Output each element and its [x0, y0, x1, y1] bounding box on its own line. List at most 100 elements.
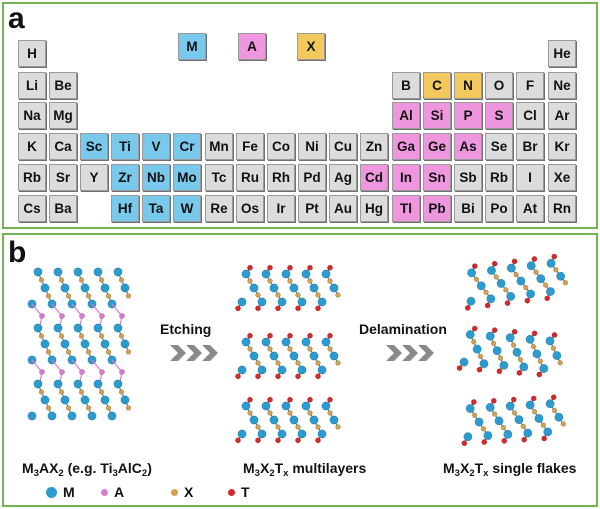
- element-sc: Sc: [80, 133, 108, 160]
- m-atom: [257, 365, 267, 375]
- m-atom: [257, 429, 267, 439]
- t-atom: [541, 435, 548, 442]
- element-cd: Cd: [360, 164, 388, 191]
- m-atom: [479, 359, 489, 369]
- m-atom: [60, 339, 70, 349]
- m-atom: [321, 401, 331, 411]
- m-atom: [301, 337, 311, 347]
- t-atom: [235, 305, 241, 312]
- element-mg: Mg: [49, 102, 77, 129]
- bond: [71, 303, 83, 317]
- element-he: He: [548, 40, 576, 67]
- legend-a: A: [101, 484, 124, 500]
- x-atom: [267, 410, 273, 416]
- max-phase-structure: [27, 267, 132, 421]
- m-atom: [113, 267, 123, 277]
- element-hf: Hf: [111, 195, 139, 222]
- m-atom: [466, 296, 476, 306]
- t-atom: [275, 437, 281, 444]
- m-atom: [309, 351, 319, 361]
- m-atom: [494, 416, 504, 426]
- t-atom: [247, 332, 253, 339]
- m-atom: [546, 258, 556, 268]
- t-atom: [327, 332, 333, 339]
- t-atom: [516, 369, 523, 376]
- x-atom: [480, 426, 487, 432]
- element-f: F: [516, 72, 544, 99]
- t-atom: [307, 332, 313, 339]
- t-atom: [315, 305, 321, 312]
- m-atom: [465, 404, 475, 414]
- t-atom: [544, 295, 551, 302]
- x-atom: [45, 405, 52, 411]
- m-atom: [301, 401, 311, 411]
- x-atom: [315, 292, 321, 298]
- t-atom: [267, 332, 273, 339]
- x-atom: [105, 349, 112, 355]
- x-atom: [295, 360, 301, 366]
- m-atom: [526, 261, 536, 271]
- m-atom: [87, 411, 97, 421]
- element-c: C: [423, 72, 451, 99]
- x-atom: [473, 276, 480, 283]
- legend-key-x: X: [297, 33, 325, 60]
- m-atom: [506, 263, 516, 273]
- m-atom: [539, 364, 549, 374]
- m-atom: [505, 401, 515, 411]
- x-atom: [315, 360, 321, 366]
- x-atom: [275, 424, 281, 430]
- t-atom: [481, 439, 488, 445]
- element-in: In: [392, 164, 420, 191]
- m-atom: [289, 283, 299, 293]
- element-rb: Rb: [485, 164, 513, 191]
- t-atom: [295, 437, 301, 444]
- m-atom: [277, 429, 287, 439]
- x-atom: [118, 333, 125, 339]
- t-atom: [490, 397, 497, 404]
- t-atom: [551, 332, 558, 338]
- m-atom: [321, 337, 331, 347]
- element-cs: Cs: [18, 195, 46, 222]
- x-atom: [533, 269, 539, 275]
- m-atom: [467, 268, 477, 278]
- m-atom: [534, 413, 544, 423]
- x-atom: [520, 423, 527, 430]
- a-atom: [39, 369, 45, 375]
- element-p: P: [454, 102, 482, 129]
- x-atom: [98, 277, 105, 283]
- m-atom: [514, 415, 524, 425]
- m-atom: [93, 267, 103, 277]
- x-atom: [287, 278, 293, 284]
- t-atom: [471, 263, 478, 270]
- m-atom: [241, 401, 251, 411]
- a-atom: [59, 369, 65, 375]
- m-atom: [485, 402, 495, 412]
- element-si: Si: [423, 102, 451, 129]
- element-y: Y: [80, 164, 108, 191]
- x-atom: [78, 333, 85, 339]
- t-atom: [530, 395, 537, 402]
- x-atom: [267, 346, 273, 352]
- m-atom: [40, 339, 50, 349]
- x-atom: [517, 356, 524, 363]
- m-atom: [301, 269, 311, 279]
- flake: [456, 325, 563, 378]
- m-atom: [93, 379, 103, 389]
- m-atom: [525, 400, 535, 410]
- x-atom: [267, 278, 273, 284]
- x-atom: [287, 346, 293, 352]
- x-atom: [531, 408, 538, 415]
- delamination-label: Delamination: [359, 321, 447, 337]
- m-atom: [47, 411, 57, 421]
- m-atom: [53, 379, 63, 389]
- element-sr: Sr: [49, 164, 77, 191]
- bond: [51, 303, 63, 317]
- multilayer-structure: [235, 264, 341, 444]
- m-atom: [269, 283, 279, 293]
- m-atom: [100, 283, 110, 293]
- m-atom: [107, 411, 117, 421]
- t-atom: [461, 440, 468, 447]
- m-atom: [33, 267, 43, 277]
- m-atom: [33, 379, 43, 389]
- m-atom: [249, 415, 259, 425]
